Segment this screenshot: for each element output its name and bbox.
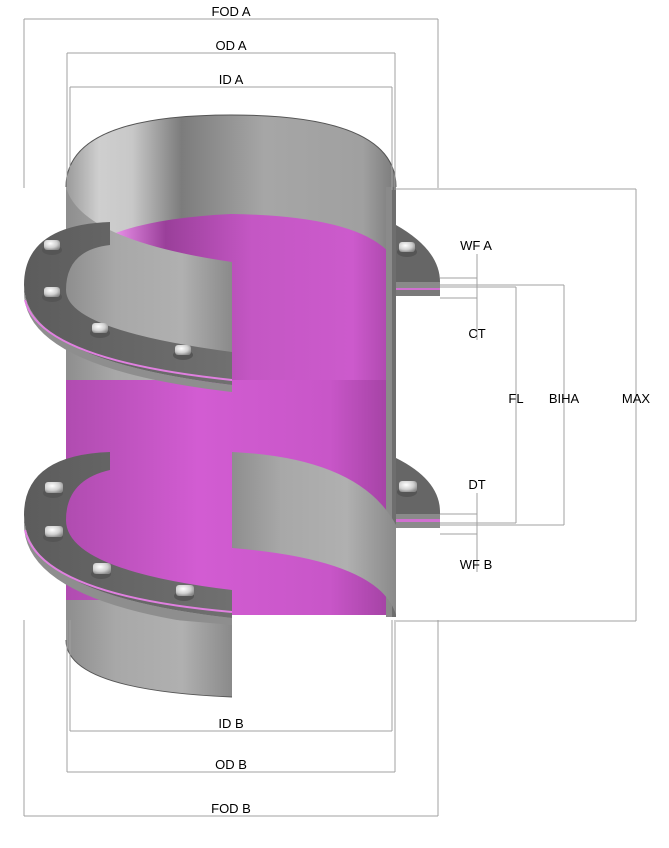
label-fl: FL [508,391,524,406]
pipe-assembly [24,114,440,698]
bottom-pipe-rim [65,639,233,698]
bottom-flange-edge [24,515,232,628]
top-flange-right-edge [396,282,440,288]
bottom-flange-right-edge [396,514,440,519]
label-od-b: OD B [215,757,247,772]
bolt-icon [91,563,111,579]
flange-bolts [42,240,417,601]
bottom-inner-steel [232,452,396,615]
bolt-icon [173,345,193,360]
bottom-flange [24,452,440,628]
bottom-gasket-line [24,529,232,613]
bolt-icon [42,287,62,302]
bottom-flange-face [24,452,232,618]
right-wall-shadow [392,187,396,617]
bolt-icon [43,482,63,498]
top-flange-edge [24,285,232,392]
label-dt: DT [468,477,486,492]
bottom-pipe [66,613,232,697]
label-fod-b: FOD B [211,801,251,816]
right-wall-section [386,187,396,617]
top-gasket-right [396,288,440,290]
bolt-icon [43,526,63,542]
bolt-icon [397,481,417,497]
dimension-lines [23,18,637,817]
bolt-icon [397,242,417,257]
bottom-flange-right-lower [396,522,440,528]
label-fod-a: FOD A [211,4,251,19]
bottom-flange-right [396,458,440,528]
top-pipe-rim [65,114,397,188]
top-gasket-line [24,299,232,381]
bottom-gasket-right [396,519,440,522]
label-wf-a: WF A [460,238,492,253]
label-id-a: ID A [218,72,244,87]
bolt-icon [42,240,62,255]
label-id-b: ID B [218,716,244,731]
label-od-a: OD A [215,38,247,53]
label-wf-b: WF B [459,557,493,572]
bolt-icon [174,585,194,601]
top-flange-right-lower [396,290,440,296]
label-ct: CT [468,326,486,341]
label-max: MAX [621,391,651,406]
top-flange-face [24,222,232,385]
bolt-icon [90,323,110,338]
label-biha: BIHA [548,391,580,406]
